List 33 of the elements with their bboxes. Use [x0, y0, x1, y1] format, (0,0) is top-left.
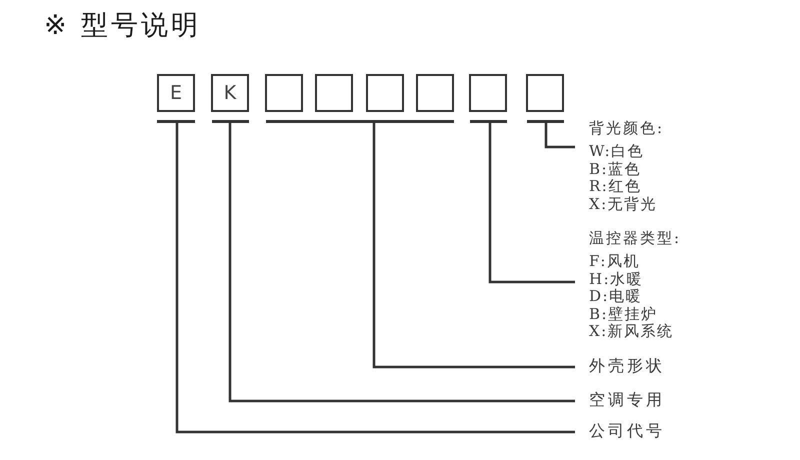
code-box: E: [157, 74, 195, 112]
option-text: X:无背光: [589, 196, 658, 213]
underline-bar: [157, 120, 195, 123]
option-text: H:水暖: [589, 270, 644, 288]
empty-box: [265, 74, 303, 112]
leader-line: [372, 123, 575, 368]
underline-bar: [470, 120, 507, 123]
empty-box: [315, 74, 353, 112]
option-text: X:新风系统: [589, 323, 675, 340]
option-text: R:红色: [589, 178, 642, 196]
label-text: 外壳形状: [589, 356, 665, 376]
underline-bar: [527, 120, 564, 123]
underline-bar: [212, 120, 249, 123]
label-text: 空调专用: [589, 390, 665, 410]
empty-box: [366, 74, 404, 112]
option-text: B:壁挂炉: [589, 306, 659, 323]
option-text: B:蓝色: [589, 160, 642, 178]
code-box: K: [211, 74, 249, 112]
empty-box: [416, 74, 454, 112]
leader-line: [228, 123, 575, 402]
leader-line: [544, 123, 575, 148]
option-text: W:白色: [589, 143, 646, 160]
underline-bar: [266, 120, 454, 123]
label-text: 公司代号: [589, 421, 665, 441]
leader-line: [176, 123, 575, 434]
leader-line: [488, 123, 575, 284]
option-heading: 背光颜色:: [589, 118, 664, 138]
empty-box: [526, 74, 564, 112]
option-text: D:电暖: [589, 288, 644, 306]
option-text: F:风机: [589, 253, 641, 270]
empty-box: [469, 74, 507, 112]
title-text: ※ 型号说明: [44, 9, 202, 43]
option-heading: 温控器类型:: [589, 228, 682, 248]
